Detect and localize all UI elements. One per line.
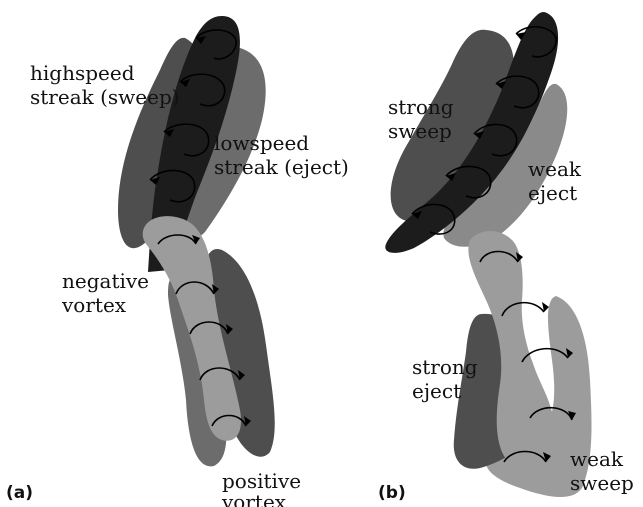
label-strong-eject-line2: eject [412,379,461,403]
label-positive-line2: vortex [221,490,287,507]
label-weak-eject-line2: eject [528,181,577,205]
label-negative-line2: vortex [61,293,127,317]
label-lowspeed-line1: lowspeed [214,131,309,155]
label-strong-sweep-line2: sweep [388,119,452,143]
panel-b-tag: (b) [378,483,406,503]
label-lowspeed-line2: streak (eject) [214,155,349,179]
label-negative-line1: negative [62,269,149,293]
panel-b: strong sweep weak eject strong eject wea… [378,12,634,503]
label-strong-eject-line1: strong [412,355,478,379]
panel-a: highspeed streak (sweep) lowspeed streak… [6,16,349,507]
label-weak-sweep-line2: sweep [570,471,634,495]
panel-a-tag: (a) [6,483,33,503]
label-highspeed-line1: highspeed [30,61,135,85]
label-strong-sweep-line1: strong [388,95,454,119]
label-weak-sweep-line1: weak [570,447,624,471]
label-weak-eject-line1: weak [528,157,582,181]
label-highspeed-line2: streak (sweep) [30,85,180,109]
